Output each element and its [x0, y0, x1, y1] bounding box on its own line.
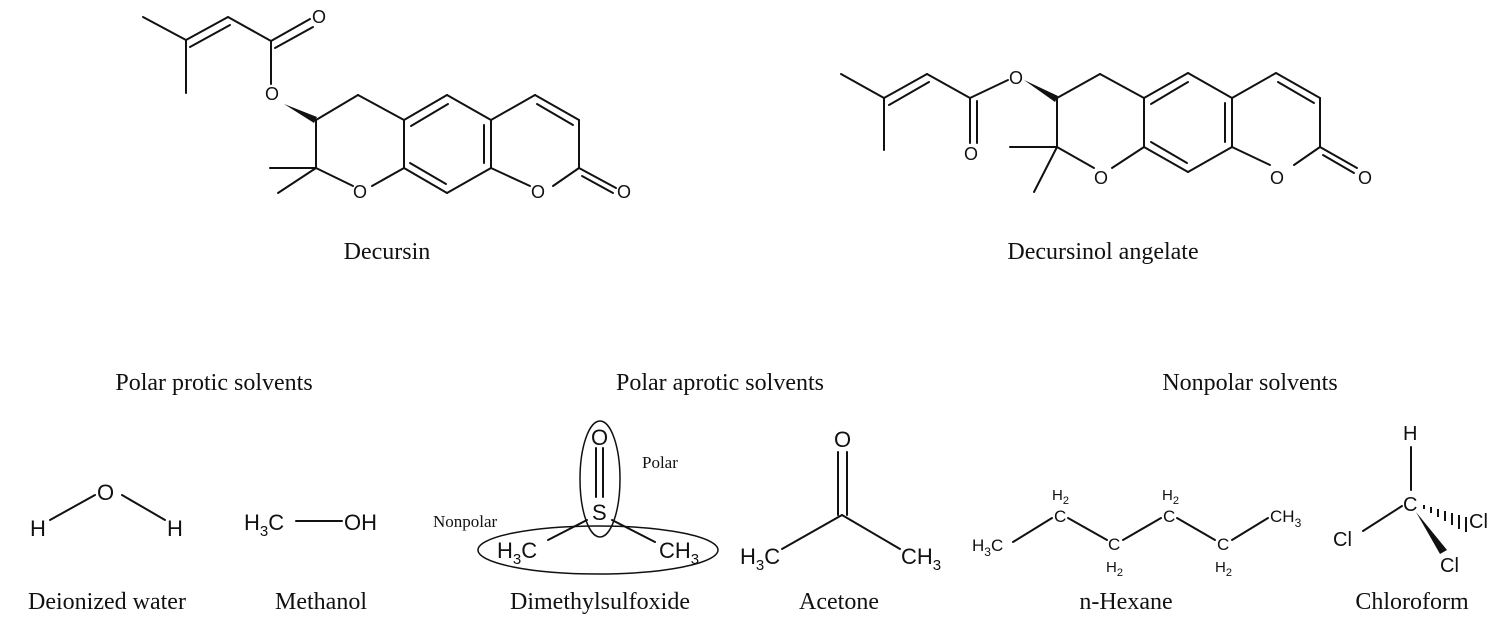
hexane-c4: C — [1217, 535, 1229, 554]
solvent-name-acetone: Acetone — [799, 589, 879, 615]
lactone-carbonyl-o-label: O — [617, 182, 631, 202]
decursin-label: Decursin — [344, 239, 431, 265]
chloroform-cl-left: Cl — [1333, 529, 1352, 551]
da-wedge-bond — [1024, 80, 1058, 102]
water-h2-label: H — [167, 516, 183, 541]
chloroform-cl-bottom: Cl — [1440, 555, 1459, 577]
chloroform-h-label: H — [1403, 423, 1417, 445]
hexane-h2-4: H2 — [1215, 559, 1232, 579]
dmso-o-label: O — [591, 425, 608, 450]
ester-o-label: O — [265, 84, 279, 104]
hexane-c2: C — [1108, 535, 1120, 554]
decursin-structure: O O O O O — [142, 7, 631, 202]
methanol-structure: H3C OH — [244, 510, 377, 540]
hashed-wedge-bond — [1423, 505, 1467, 532]
da-carbonyl-o-label: O — [964, 144, 978, 164]
solvent-name-deionized-water: Deionized water — [28, 589, 186, 615]
hexane-ch3-left: H3C — [972, 536, 1003, 559]
hexane-structure: H3C H2 C C H2 H2 C C H2 CH3 — [972, 487, 1302, 579]
solvent-name-chloroform: Chloroform — [1355, 589, 1469, 615]
water-structure: O H H — [30, 480, 183, 541]
hexane-ch3-right: CH3 — [1270, 507, 1302, 530]
polar-region-ellipse — [579, 420, 621, 538]
solvent-name-n-hexane: n-Hexane — [1079, 589, 1172, 615]
da-ring-o-label: O — [1094, 168, 1108, 188]
dmso-s-label: S — [592, 500, 607, 525]
hexane-c1: C — [1054, 507, 1066, 526]
polar-aprotic-title: Polar aprotic solvents — [616, 370, 824, 396]
polar-protic-title: Polar protic solvents — [115, 370, 312, 396]
nonpolar-annotation: Nonpolar — [433, 512, 498, 531]
solvent-name-dmso: Dimethylsulfoxide — [510, 589, 690, 615]
decursinol-angelate-structure: O O O O O — [840, 68, 1372, 193]
chloroform-cl-right: Cl — [1469, 511, 1488, 533]
water-o-label: O — [97, 480, 114, 505]
decursinol-angelate-label: Decursinol angelate — [1007, 239, 1198, 265]
methanol-oh-label: OH — [344, 510, 377, 535]
chloroform-c-label: C — [1403, 494, 1417, 516]
hexane-h2-3: H2 — [1162, 487, 1179, 507]
da-lactone-o-label: O — [1270, 168, 1284, 188]
water-h1-label: H — [30, 516, 46, 541]
acetone-o-label: O — [834, 427, 851, 452]
chloroform-structure: H C Cl Cl Cl — [1333, 423, 1488, 577]
dmso-ch3-right: CH3 — [659, 538, 699, 568]
polar-annotation: Polar — [642, 453, 678, 472]
acetone-ch3-right: CH3 — [901, 544, 941, 574]
hexane-h2-2: H2 — [1106, 559, 1123, 579]
acetone-structure: O H3C CH3 — [740, 427, 941, 574]
methanol-ch3-label: H3C — [244, 510, 284, 540]
chloroform-wedge-bond — [1416, 512, 1447, 554]
hexane-c3: C — [1163, 507, 1175, 526]
acetone-ch3-left: H3C — [740, 544, 780, 574]
da-lactone-carbonyl-o-label: O — [1358, 168, 1372, 188]
hexane-h2-1: H2 — [1052, 487, 1069, 507]
lactone-o-label: O — [531, 182, 545, 202]
dmso-ch3-left: H3C — [497, 538, 537, 568]
da-ester-o-label: O — [1009, 68, 1023, 88]
carbonyl-o-label: O — [312, 7, 326, 27]
dmso-structure: O S H3C CH3 Polar Nonpolar — [433, 420, 719, 575]
wedge-bond — [284, 104, 317, 123]
ring-o-label: O — [353, 182, 367, 202]
solvent-name-methanol: Methanol — [275, 589, 367, 615]
nonpolar-title: Nonpolar solvents — [1162, 370, 1337, 396]
nonpolar-region-ellipse — [477, 525, 719, 575]
